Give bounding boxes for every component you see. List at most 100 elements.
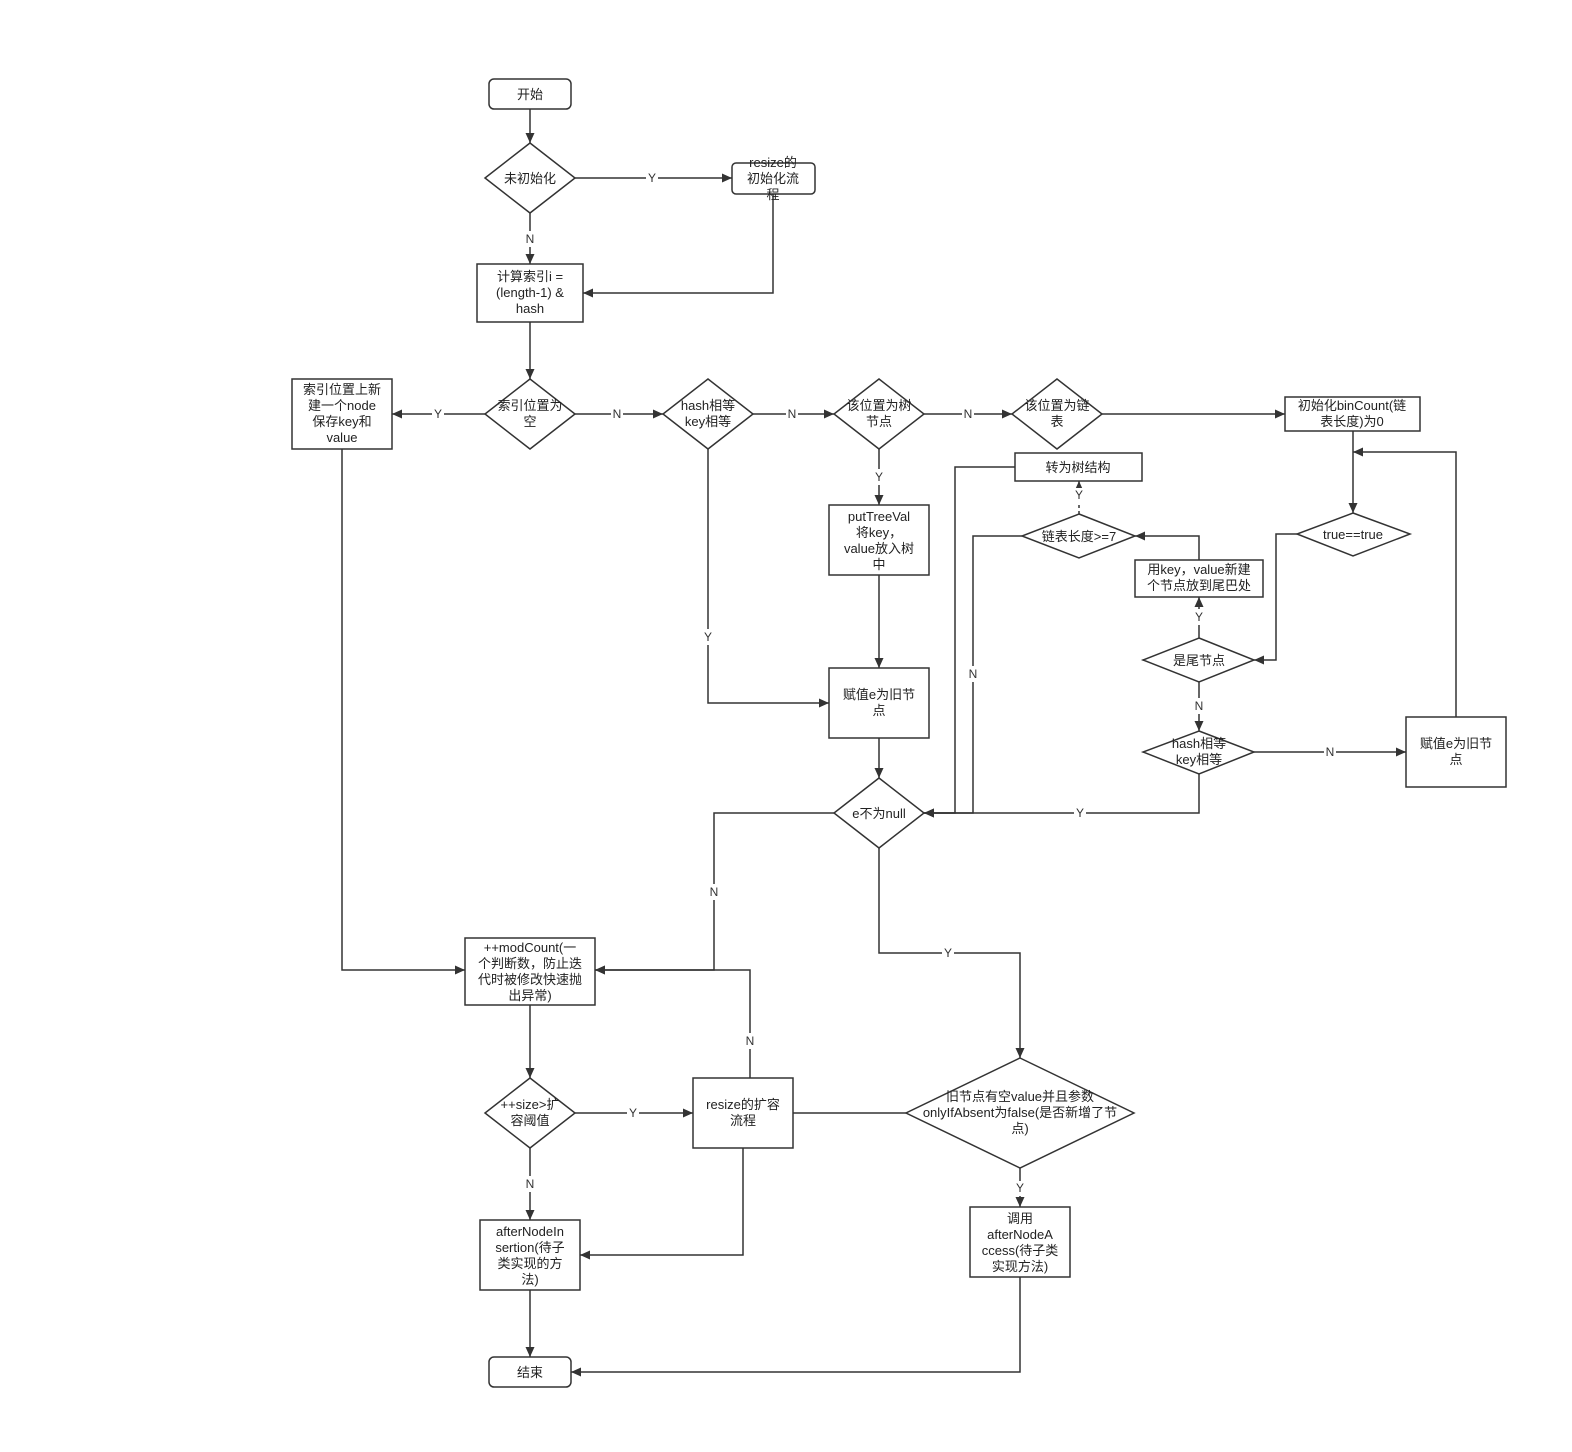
decision-is-tree-node-line-1: 该位置为树 <box>846 398 911 413</box>
connector-loop-back <box>1353 447 1457 717</box>
decision-is-linked-list: 该位置为链 表 <box>1010 378 1104 450</box>
decision-e-not-null-text: e不为null <box>852 806 906 821</box>
process-new-node-line-3: 保存key和 <box>312 414 371 429</box>
process-after-access-line-1: 调用 <box>1007 1211 1033 1226</box>
edge-label-hash-list-yes-text: Y <box>1076 806 1084 820</box>
process-mod-count-line-1: ++modCount(一 <box>484 940 577 955</box>
process-resize-init-line-3: 程 <box>766 187 779 202</box>
decision-is-tree-node: 该位置为树 节点 <box>832 378 926 450</box>
process-new-node: 索引位置上新 建一个node 保存key和 value <box>291 378 393 450</box>
edge-label-tree-yes-text: Y <box>875 470 883 484</box>
process-assign-e-list-line-1: 赋值e为旧节 <box>1420 736 1492 751</box>
process-after-insertion-line-4: 法) <box>521 1272 538 1287</box>
decision-old-value-check: 旧节点有空value并且参数 onlyIfAbsent为false(是否新增了节… <box>904 1057 1136 1169</box>
edge-label-init-yes: Y <box>646 170 658 186</box>
process-after-access: 调用 afterNodeA ccess(待子类 实现方法) <box>969 1206 1071 1278</box>
process-after-access-line-2: afterNodeA <box>987 1227 1053 1242</box>
process-append-tail-line-1: 用key，value新建 <box>1147 562 1250 577</box>
node-end: 结束 <box>488 1356 572 1388</box>
decision-loop-true-text: true==true <box>1323 527 1383 542</box>
decision-e-not-null: e不为null <box>832 777 926 849</box>
connector-loop-to-tail-check <box>1254 533 1297 665</box>
process-assign-e-old-line-2: 点 <box>872 703 885 718</box>
edge-label-hash-yes-text: Y <box>704 630 712 644</box>
edge-label-init-no-text: N <box>526 232 535 246</box>
process-assign-e-old-line-1: 赋值e为旧节 <box>843 687 915 702</box>
decision-is-linked-list-line-2: 表 <box>1050 414 1063 429</box>
process-new-node-line-1: 索引位置上新 <box>303 382 381 397</box>
process-put-tree-val-line-3: value放入树 <box>844 541 914 556</box>
process-assign-e-list: 赋值e为旧节 点 <box>1405 716 1507 788</box>
process-resize-init: resize的 初始化流 程 <box>731 155 816 202</box>
decision-is-tree-node-line-2: 节点 <box>866 414 892 429</box>
edge-label-e-null-yes: Y <box>942 945 954 961</box>
edge-label-empty-no: N <box>611 406 623 422</box>
decision-slot-empty: 索引位置为 空 <box>483 378 577 450</box>
process-after-insertion-line-3: 类实现的方 <box>497 1256 562 1271</box>
process-after-access-line-3: ccess(待子类 <box>982 1243 1059 1258</box>
process-init-bincount-line-1: 初始化binCount(链 <box>1298 398 1406 413</box>
edge-label-tail-yes-text: Y <box>1195 610 1203 624</box>
edge-label-hash-list-yes: Y <box>1074 805 1086 821</box>
process-calc-index-line-3: hash <box>516 301 544 316</box>
decision-size-check: ++size>扩 容阈值 <box>483 1077 577 1149</box>
edge-label-tree-yes: Y <box>873 469 885 485</box>
decision-slot-empty-line-2: 空 <box>523 414 536 429</box>
decision-hash-key-equal-list-line-1: hash相等 <box>1172 736 1226 751</box>
process-assign-e-list-line-2: 点 <box>1449 752 1462 767</box>
edge-label-length-yes-text: Y <box>1075 488 1083 502</box>
decision-hash-key-equal-line-1: hash相等 <box>681 398 735 413</box>
edge-label-tail-no-text: N <box>1195 699 1204 713</box>
connector-resize-to-after-insertion <box>580 1148 744 1260</box>
edge-label-length-no: N <box>967 666 979 682</box>
edge-label-init-no: N <box>524 231 536 247</box>
process-after-insertion: afterNodeIn sertion(待子 类实现的方 法) <box>479 1219 581 1291</box>
edge-label-old-value-yes: Y <box>1014 1181 1026 1196</box>
process-put-tree-val-line-1: putTreeVal <box>848 509 910 524</box>
decision-list-length: 链表长度>=7 <box>1019 513 1138 559</box>
decision-old-value-check-line-3: 点) <box>1011 1121 1028 1136</box>
decision-hash-key-equal-list-line-2: key相等 <box>1176 752 1222 767</box>
edge-label-empty-no-text: N <box>613 407 622 421</box>
process-after-insertion-line-2: sertion(待子 <box>495 1240 564 1255</box>
edge-label-old-value-no-text: N <box>746 1034 755 1048</box>
process-resize-init-line-1: resize的 <box>749 155 797 170</box>
process-calc-index-line-2: (length-1) & <box>496 285 564 300</box>
process-init-bincount: 初始化binCount(链 表长度)为0 <box>1284 396 1421 432</box>
process-new-node-line-4: value <box>326 430 357 445</box>
process-mod-count-line-3: 代时被修改快速抛 <box>478 972 582 987</box>
process-append-tail: 用key，value新建 个节点放到尾巴处 <box>1134 559 1264 598</box>
process-mod-count-line-4: 出异常) <box>508 988 551 1003</box>
edge-label-tree-no: N <box>962 406 974 422</box>
connector-hash-yes <box>707 449 829 708</box>
edge-labels: Y N Y N N N Y Y <box>432 170 1336 1196</box>
edge-label-hash-list-no-text: N <box>1326 745 1335 759</box>
decision-slot-empty-line-1: 索引位置为 <box>497 398 562 413</box>
process-resize-expand-line-2: 流程 <box>730 1113 756 1128</box>
decision-size-check-line-1: ++size>扩 <box>501 1097 560 1112</box>
process-put-tree-val-line-4: 中 <box>872 557 885 572</box>
decision-hash-key-equal-line-2: key相等 <box>685 414 731 429</box>
decision-old-value-check-line-1: 旧节点有空value并且参数 <box>946 1089 1094 1104</box>
process-treeify-text: 转为树结构 <box>1045 460 1110 475</box>
node-start-text: 开始 <box>517 87 543 102</box>
connector-resize-init-to-calc <box>583 194 774 298</box>
edge-label-init-yes-text: Y <box>648 171 656 185</box>
process-mod-count: ++modCount(一 个判断数，防止迭 代时被修改快速抛 出异常) <box>464 937 596 1006</box>
edge-label-tail-yes: Y <box>1193 609 1205 625</box>
edge-label-hash-no: N <box>786 406 798 422</box>
edge-label-e-null-yes-text: Y <box>944 946 952 960</box>
process-calc-index: 计算索引i = (length-1) & hash <box>476 263 584 323</box>
decision-not-initialized: 未初始化 <box>483 142 577 214</box>
decision-hash-key-equal-list: hash相等 key相等 <box>1140 730 1257 775</box>
node-start: 开始 <box>488 78 572 110</box>
edge-label-hash-no-text: N <box>788 407 797 421</box>
process-init-bincount-line-2: 表长度)为0 <box>1320 414 1384 429</box>
decision-list-length-text: 链表长度>=7 <box>1042 529 1116 544</box>
process-resize-expand-line-1: resize的扩容 <box>706 1097 780 1112</box>
connector-treeify-to-e-check <box>924 466 1015 818</box>
process-after-insertion-line-1: afterNodeIn <box>496 1224 564 1239</box>
edge-label-size-yes-text: Y <box>629 1106 637 1120</box>
process-mod-count-line-2: 个判断数，防止迭 <box>478 956 582 971</box>
